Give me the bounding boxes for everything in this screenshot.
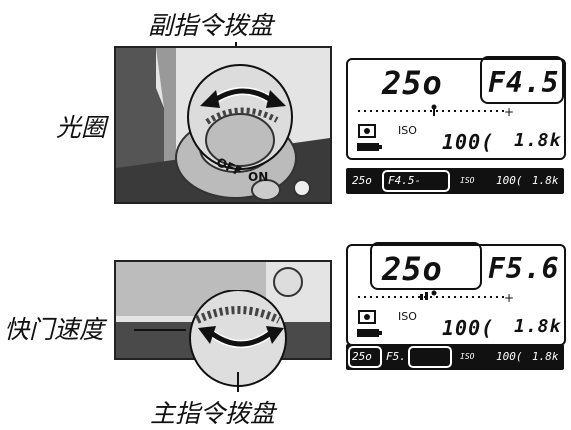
shutter-speed-display: 25o [382, 64, 443, 102]
vf-meter-highlight-box [408, 346, 452, 368]
aperture-label: 光圈 [56, 113, 107, 142]
shutter-highlight-box [370, 242, 482, 290]
shutter-speed-display: 25o [382, 250, 443, 288]
sub-command-dial-label: 副指令拨盘 [148, 11, 274, 40]
aperture-highlight-box [480, 56, 564, 104]
ev-value: 1.8k [514, 316, 562, 337]
ev-value: 1.8k [514, 130, 562, 151]
top-control-panel: 25o F4.5 + ISO 100( 1.8k [346, 56, 566, 160]
aperture-display: F4.5 [488, 66, 560, 99]
iso-label: ISO [398, 310, 417, 323]
battery-icon [357, 143, 382, 151]
exposure-meter: + [358, 290, 514, 304]
main-dial-magnifier [189, 290, 287, 387]
top-control-panel: 25o F5.6 + ISO 100( 1.8k [346, 242, 566, 346]
iso-value: 100( [442, 316, 495, 340]
vf-aperture: F5. [386, 350, 406, 363]
exposure-meter: + [358, 104, 514, 118]
metering-icon [358, 310, 376, 324]
rotate-arrows-icon [198, 326, 284, 348]
vf-iso-label: ISO [460, 176, 475, 185]
rotate-arrows-icon [200, 87, 286, 108]
vf-aperture-highlight-box [382, 170, 450, 192]
iso-label: ISO [398, 124, 417, 137]
vf-ev: 1.8k [532, 174, 559, 187]
shutter-speed-label: 快门速度 [4, 315, 105, 344]
power-on-label: ON [248, 170, 269, 184]
aperture-display: F5.6 [488, 252, 560, 285]
vf-shutter: 25o [352, 174, 372, 187]
vf-ev: 1.8k [532, 350, 559, 363]
main-command-dial-label: 主指令拨盘 [150, 399, 276, 428]
viewfinder-strip-top: 25o F4.5- ISO 100( 1.8k [346, 168, 564, 194]
svg-text:+: + [504, 291, 514, 304]
vf-aperture: F4.5- [388, 174, 422, 187]
iso-value: 100( [442, 130, 495, 154]
metering-icon [358, 124, 376, 138]
vf-iso-label: ISO [460, 352, 475, 361]
battery-icon [357, 329, 382, 337]
svg-text:+: + [504, 105, 514, 118]
vf-shutter-highlight-box [348, 346, 382, 368]
viewfinder-strip-bottom: 25o F5. ISO 100( 1.8k [346, 344, 564, 370]
sub-dial-magnifier [187, 64, 293, 170]
vf-shutter: 25o [352, 350, 372, 363]
vf-iso-value: 100( [496, 350, 523, 363]
vf-iso-value: 100( [496, 174, 523, 187]
